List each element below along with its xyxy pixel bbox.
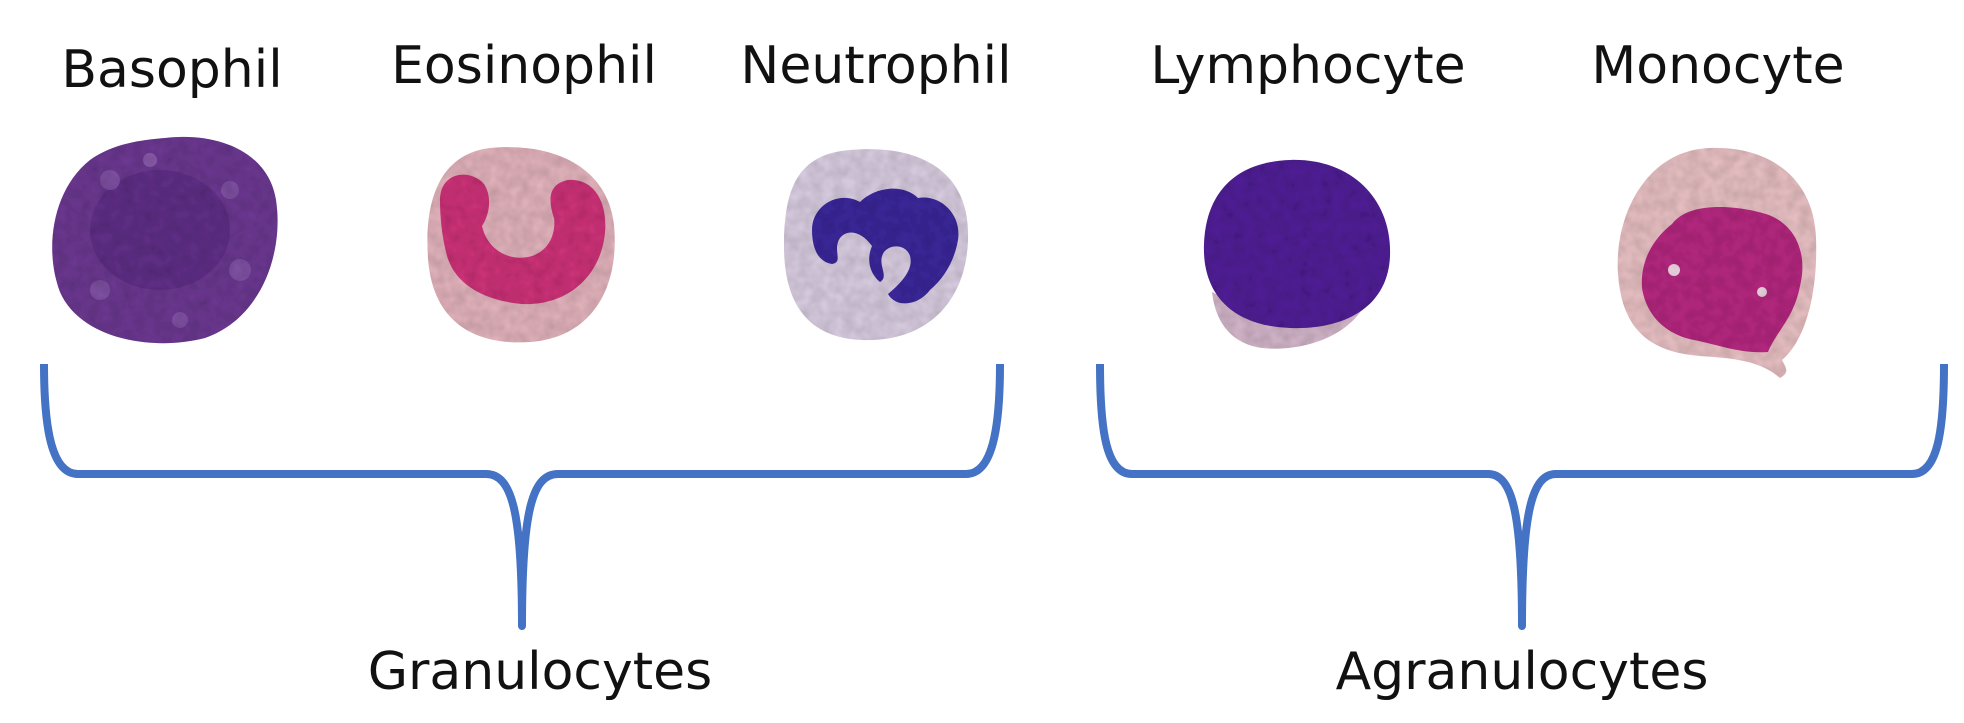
lymphocyte-cell bbox=[1203, 159, 1391, 349]
neutrophil-cell bbox=[784, 149, 969, 341]
label-granulocytes: Granulocytes bbox=[367, 642, 713, 702]
label-eosinophil: Eosinophil bbox=[391, 36, 657, 96]
neutrophil-nucleus bbox=[812, 188, 959, 304]
label-neutrophil: Neutrophil bbox=[740, 36, 1012, 96]
label-monocyte: Monocyte bbox=[1591, 36, 1845, 96]
eosinophil-cell bbox=[427, 147, 615, 343]
monocyte-cell bbox=[1617, 147, 1817, 378]
monocyte-nucleus bbox=[1641, 206, 1803, 353]
granulocytes-bracket bbox=[40, 363, 1004, 630]
agranulocytes-bracket bbox=[1096, 363, 1948, 630]
label-lymphocyte: Lymphocyte bbox=[1150, 36, 1466, 96]
label-basophil: Basophil bbox=[61, 40, 283, 100]
eosinophil-nucleus bbox=[440, 174, 606, 305]
basophil-cell bbox=[52, 136, 278, 344]
lymphocyte-nucleus bbox=[1203, 159, 1391, 329]
label-agranulocytes: Agranulocytes bbox=[1335, 642, 1709, 702]
